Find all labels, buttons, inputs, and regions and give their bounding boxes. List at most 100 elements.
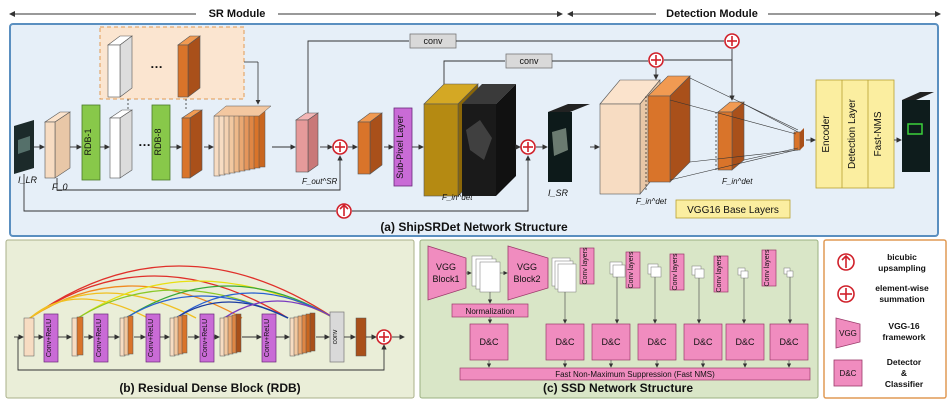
rdb-stack-2 — [119, 315, 134, 357]
legend-vgg-icon — [835, 317, 861, 349]
rdb-stack-4 — [219, 313, 242, 357]
conv-relu-5-label: Conv+ReLU — [264, 319, 271, 357]
conv-relu-2 — [93, 313, 109, 363]
conv-relu-2-label: Conv+ReLU — [96, 319, 103, 357]
conv-layers-label-4: Conv layers — [716, 255, 723, 292]
vgg2-feature-stack — [551, 257, 577, 293]
f-in-det-label-2: F_in^det — [636, 197, 667, 206]
post-sum-feature — [357, 112, 383, 175]
dc-label-4: D&C — [647, 337, 667, 347]
vgg1-feature-stack — [471, 255, 501, 293]
dc-label-7: D&C — [779, 337, 799, 347]
conv-layers-label-3: Conv layers — [672, 253, 679, 290]
conv-layers-label-2: Conv layers — [628, 251, 635, 288]
panel-c-caption: (c) SSD Network Structure — [543, 381, 693, 395]
flow-arrows — [23, 40, 902, 212]
conv-skip-top-label: conv — [423, 36, 443, 46]
encoder-label: Encoder — [821, 115, 832, 153]
legend-bicubic-icon — [837, 253, 855, 271]
legend-dc-label: D&C — [840, 369, 857, 378]
dc-label-5: D&C — [693, 337, 713, 347]
legend-vgg-line2: framework — [883, 332, 926, 342]
sub-pixel-label: Sub-Pixel Layer — [395, 115, 405, 179]
dc-label-1: D&C — [479, 337, 499, 347]
sum-node-2 — [520, 139, 536, 155]
detection-output-image — [902, 92, 934, 172]
ssd-conv-layers — [579, 247, 794, 293]
rdb8-output-feature — [181, 109, 203, 179]
rdb-expanded-view: … — [99, 26, 245, 100]
rdb-stack-3 — [169, 314, 188, 357]
sr-texture-image — [462, 84, 516, 196]
sum-node-1 — [332, 139, 348, 155]
rdb8-label: RDB-8 — [153, 128, 163, 155]
lr-input-image — [14, 120, 34, 174]
conv-relu-1-label: Conv+ReLU — [46, 319, 53, 357]
detection-module-title: Detection Module — [666, 8, 758, 20]
legend-dc-icon — [833, 359, 863, 387]
legend: bicubic upsampling element-wise summatio… — [823, 239, 947, 399]
vgg16-base-box — [675, 199, 791, 219]
f-out-sr-label: F_out^SR — [302, 177, 338, 186]
vgg-block1-label-1: VGG — [436, 262, 456, 272]
panel-a: I_LR F_0 RDB-1 … RDB-8 — [9, 23, 939, 237]
conv-layers-label-5: Conv layers — [764, 249, 771, 286]
legend-sum-line2: summation — [879, 294, 924, 304]
conv-relu-4-label: Conv+ReLU — [202, 319, 209, 357]
legend-dc-line2: & — [901, 368, 907, 378]
f-in-det-label-1: F_in^det — [442, 193, 473, 202]
ellipsis-top: … — [150, 56, 163, 71]
sr-output-image — [548, 104, 590, 182]
rdb-middle-feature — [109, 109, 133, 179]
i-lr-label: I_LR — [18, 175, 38, 185]
rdb1-block — [81, 104, 101, 181]
panel-c: VGG Block1 VGG Block2 — [419, 239, 819, 399]
legend-bicubic-line1: bicubic — [887, 252, 917, 262]
dense-connections — [29, 265, 335, 319]
rdb-conv-label: conv — [332, 329, 339, 344]
dc-label-2: D&C — [555, 337, 575, 347]
conv-relu-3 — [145, 313, 161, 363]
sum-node-3 — [648, 52, 664, 68]
rdb1-label: RDB-1 — [83, 128, 93, 155]
rdb-flow-arrows — [14, 334, 405, 371]
panel-a-caption: (a) ShipSRDet Network Structure — [380, 220, 568, 234]
concat-feature-stack — [213, 105, 272, 177]
fast-nms-label: Fast-NMS — [873, 111, 884, 156]
ssd-flow-arrows — [466, 270, 793, 368]
conv-skip-mid-label: conv — [519, 56, 539, 66]
fast-nms-bar-label: Fast Non-Maximum Suppression (Fast NMS) — [555, 370, 715, 379]
legend-dc-line1: Detector — [887, 357, 922, 367]
detection-layer-label: Detection Layer — [847, 98, 858, 169]
normalization-label: Normalization — [466, 307, 515, 316]
panel-b: Conv+ReLU Conv+ReLU Conv+ReLU Conv+ReLU … — [5, 239, 415, 399]
conv-relu-5 — [261, 313, 277, 363]
f-in-det-label-3: F_in^det — [722, 177, 753, 186]
detection-feature-big — [599, 75, 691, 195]
legend-bicubic-line2: upsampling — [878, 263, 926, 273]
conv-relu-4 — [199, 313, 215, 363]
f0-label: F_0 — [52, 182, 68, 192]
module-header: SR Module Detection Module — [9, 6, 941, 20]
panel-b-caption: (b) Residual Dense Block (RDB) — [119, 381, 300, 395]
rdb-stack-1 — [71, 316, 84, 357]
bicubic-node — [336, 203, 352, 219]
legend-sum-icon — [837, 285, 855, 303]
rdb-sum-node — [376, 329, 392, 345]
rdb8-block — [151, 104, 171, 181]
conv-relu-1 — [43, 313, 59, 363]
vgg-block1-shape — [427, 245, 467, 301]
vgg-block2-label-2: Block2 — [513, 274, 540, 284]
rdb-output-feature — [355, 317, 367, 357]
i-sr-label: I_SR — [548, 188, 569, 198]
detection-feature-small — [715, 101, 745, 172]
fast-nms-bar — [459, 367, 811, 381]
dc-boxes — [469, 323, 809, 361]
vgg-block2-label-1: VGG — [517, 262, 537, 272]
rdb-stack-0 — [23, 317, 35, 357]
vgg-block2-shape — [507, 245, 549, 301]
dc-label-3: D&C — [601, 337, 621, 347]
legend-vgg-label: VGG — [839, 329, 857, 338]
